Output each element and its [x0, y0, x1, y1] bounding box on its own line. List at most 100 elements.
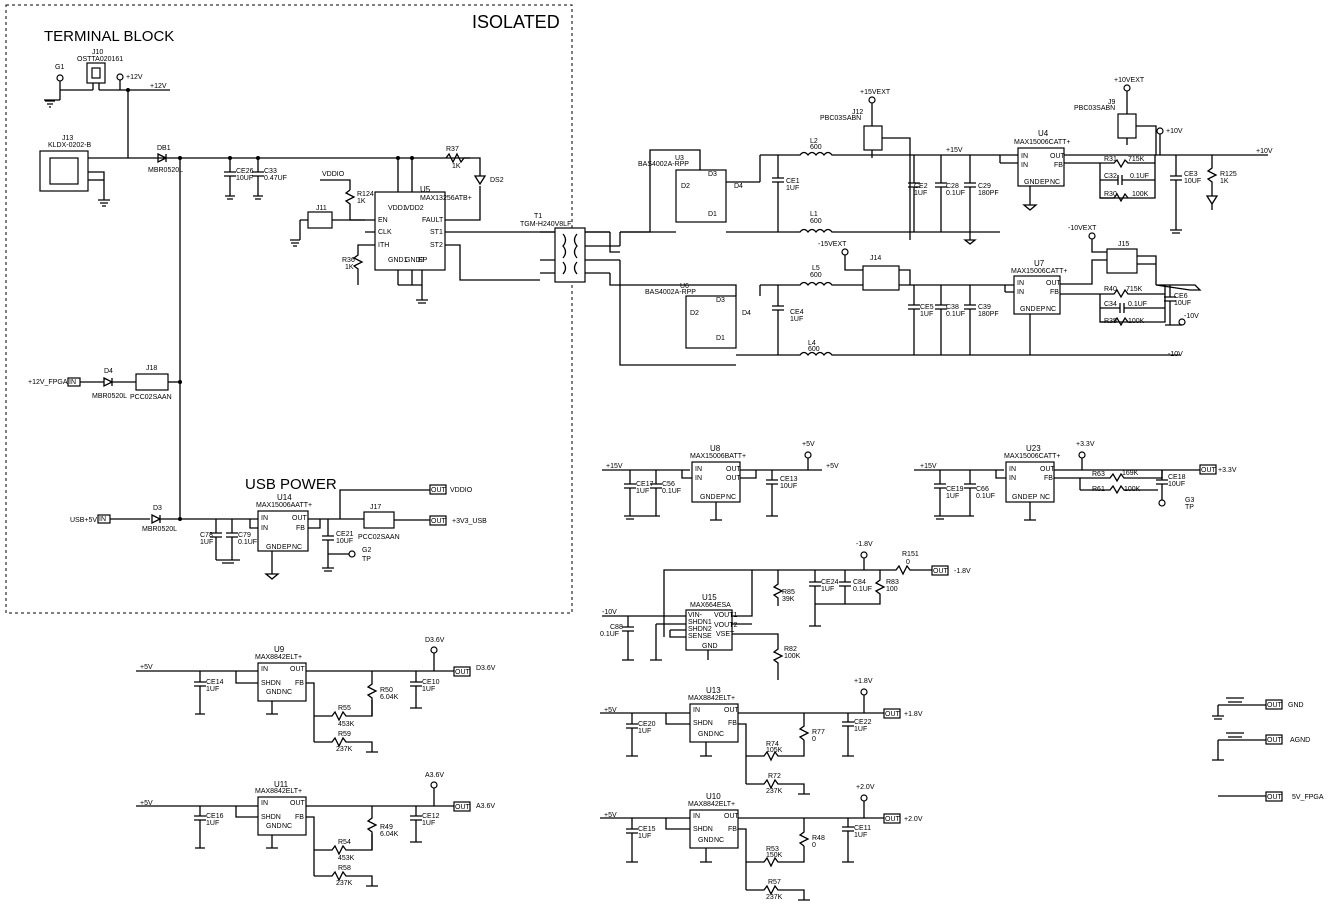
svg-text:MAX8842ELT+: MAX8842ELT+	[688, 801, 735, 808]
svg-text:C34: C34	[1104, 301, 1117, 308]
svg-text:D2: D2	[681, 183, 690, 190]
svg-text:OUT: OUT	[724, 707, 740, 714]
svg-text:CE17: CE17	[636, 481, 654, 488]
svg-text:D3.6V: D3.6V	[476, 665, 496, 672]
svg-text:600: 600	[810, 272, 822, 279]
svg-text:VOUT1: VOUT1	[714, 612, 737, 619]
ldo-u4: U4 MAX15006CATT+ IN IN OUT FB GND EP NC	[999, 129, 1180, 211]
svg-text:SHDN: SHDN	[261, 680, 281, 687]
ground-legend: OUT GND OUT AGND OUT 5V_FPGA	[1212, 697, 1324, 802]
svg-text:J13: J13	[62, 135, 73, 142]
svg-text:A3.6V: A3.6V	[476, 803, 495, 810]
svg-text:U11: U11	[274, 780, 289, 789]
svg-text:IN: IN	[1021, 162, 1028, 169]
svg-text:J17: J17	[370, 504, 381, 511]
svg-text:CE13: CE13	[780, 476, 798, 483]
output-10v: +10V +10V R31 715K C32 0.1UF R30 100K CE…	[1099, 127, 1273, 234]
svg-text:OUT: OUT	[1267, 702, 1283, 709]
svg-text:ST1: ST1	[430, 229, 443, 236]
svg-text:SHDN: SHDN	[693, 826, 713, 833]
svg-text:IN: IN	[693, 707, 700, 714]
svg-text:TP: TP	[1185, 504, 1194, 511]
svg-text:OUT: OUT	[1201, 467, 1217, 474]
svg-text:+10V: +10V	[1256, 148, 1273, 155]
caps-15v: +15V CE2 1UF C28 0.1UF C29 180PF	[908, 147, 1000, 245]
svg-text:J15: J15	[1118, 241, 1129, 248]
svg-text:U10: U10	[706, 792, 721, 801]
svg-text:0: 0	[812, 842, 816, 849]
svg-text:VDD1: VDD1	[388, 205, 407, 212]
svg-text:VDD2: VDD2	[405, 205, 424, 212]
svg-text:+15V: +15V	[606, 463, 623, 470]
output-minus10v: R40 715K C34 0.1UF R35 100K CE6 10UF -10…	[1099, 284, 1202, 358]
svg-text:VSET: VSET	[716, 631, 735, 638]
svg-text:R82: R82	[784, 646, 797, 653]
svg-text:D2: D2	[690, 310, 699, 317]
svg-text:NC: NC	[1050, 179, 1060, 186]
svg-text:10UF: 10UF	[780, 483, 797, 490]
svg-text:USB+5V: USB+5V	[70, 517, 97, 524]
svg-text:+15VEXT: +15VEXT	[860, 89, 891, 96]
svg-text:1UF: 1UF	[200, 539, 213, 546]
svg-text:169K: 169K	[1122, 470, 1139, 477]
svg-text:EP: EP	[1028, 494, 1038, 501]
svg-text:+10VEXT: +10VEXT	[1114, 77, 1145, 84]
svg-text:600: 600	[810, 144, 822, 151]
fpga-input-j18: +12V_FPGA IN D4 MBR0520L J18 PCC02SAAN	[28, 365, 182, 401]
svg-text:1UF: 1UF	[790, 316, 803, 323]
svg-text:+1.8V: +1.8V	[904, 711, 923, 718]
jumper-j9: +10VEXT J9 PBC03SABN	[1074, 77, 1157, 155]
regulator-u15: -10V C88 0.1UF U15 MAX664ESA VIN- SHDN1 …	[600, 541, 971, 680]
svg-text:100K: 100K	[1132, 191, 1149, 198]
svg-text:GND: GND	[1024, 179, 1040, 186]
svg-text:D1: D1	[716, 335, 725, 342]
svg-text:600: 600	[810, 218, 822, 225]
svg-text:C66: C66	[976, 486, 989, 493]
ldo-u9: +5V U9 MAX8842ELT+ IN SHDN OUT FB GND NC…	[136, 637, 496, 753]
svg-text:GND1: GND1	[388, 257, 408, 264]
svg-text:1UF: 1UF	[636, 488, 649, 495]
isolated-driver-u5: U5 MAX13256ATB+ EN CLK ITH FAULT ST1 ST2…	[365, 156, 610, 304]
svg-text:0: 0	[906, 559, 910, 566]
svg-text:D4: D4	[734, 183, 743, 190]
svg-text:R54: R54	[338, 839, 351, 846]
caps-ce26-c33: CE26 10UF C33 0.47UF	[224, 156, 287, 200]
svg-text:L5: L5	[812, 265, 820, 272]
svg-text:180PF: 180PF	[978, 311, 999, 318]
rectifier-u3: U3 BAS4002A-RPP D3 D2 D4 D1	[609, 149, 760, 253]
svg-text:L2: L2	[810, 138, 818, 145]
svg-text:+2.0V: +2.0V	[856, 784, 875, 791]
svg-text:CE4: CE4	[790, 309, 804, 316]
svg-text:R58: R58	[338, 865, 351, 872]
svg-text:NC: NC	[1040, 494, 1050, 501]
svg-text:IN: IN	[1009, 475, 1016, 482]
svg-text:105K: 105K	[766, 747, 783, 754]
svg-text:R50: R50	[380, 687, 393, 694]
svg-text:C84: C84	[853, 579, 866, 586]
svg-text:SHDN2: SHDN2	[688, 626, 712, 633]
ldo-u7: U7 MAX15006CATT+ IN IN OUT FB GND EP NC	[1004, 259, 1107, 355]
jumper-j15: -10VEXT J15	[1068, 225, 1157, 285]
svg-text:R77: R77	[812, 729, 825, 736]
svg-text:715K: 715K	[1128, 156, 1145, 163]
svg-text:OUT: OUT	[431, 487, 447, 494]
svg-text:R57: R57	[768, 879, 781, 886]
svg-text:MAX8842ELT+: MAX8842ELT+	[255, 654, 302, 661]
svg-text:1UF: 1UF	[854, 726, 867, 733]
svg-text:D3: D3	[708, 171, 717, 178]
svg-text:U23: U23	[1026, 444, 1041, 453]
svg-text:IN: IN	[695, 475, 702, 482]
svg-text:MAX13256ATB+: MAX13256ATB+	[420, 195, 472, 202]
svg-text:R31: R31	[1104, 156, 1117, 163]
svg-text:R40: R40	[1104, 286, 1117, 293]
svg-text:100: 100	[886, 586, 898, 593]
svg-text:J14: J14	[870, 255, 881, 262]
svg-text:U15: U15	[702, 593, 717, 602]
svg-text:SHDN: SHDN	[693, 720, 713, 727]
svg-text:CE12: CE12	[422, 813, 440, 820]
svg-text:MAX15006CATT+: MAX15006CATT+	[1004, 453, 1060, 460]
usb-input: USB+5V IN D3 MBR0520L C78 1UF C79 0.1UF	[70, 505, 258, 564]
svg-text:150K: 150K	[766, 852, 783, 859]
svg-text:NC: NC	[714, 731, 724, 738]
barrel-jack-j13: J13 KLDX-0202-B	[39, 135, 180, 207]
